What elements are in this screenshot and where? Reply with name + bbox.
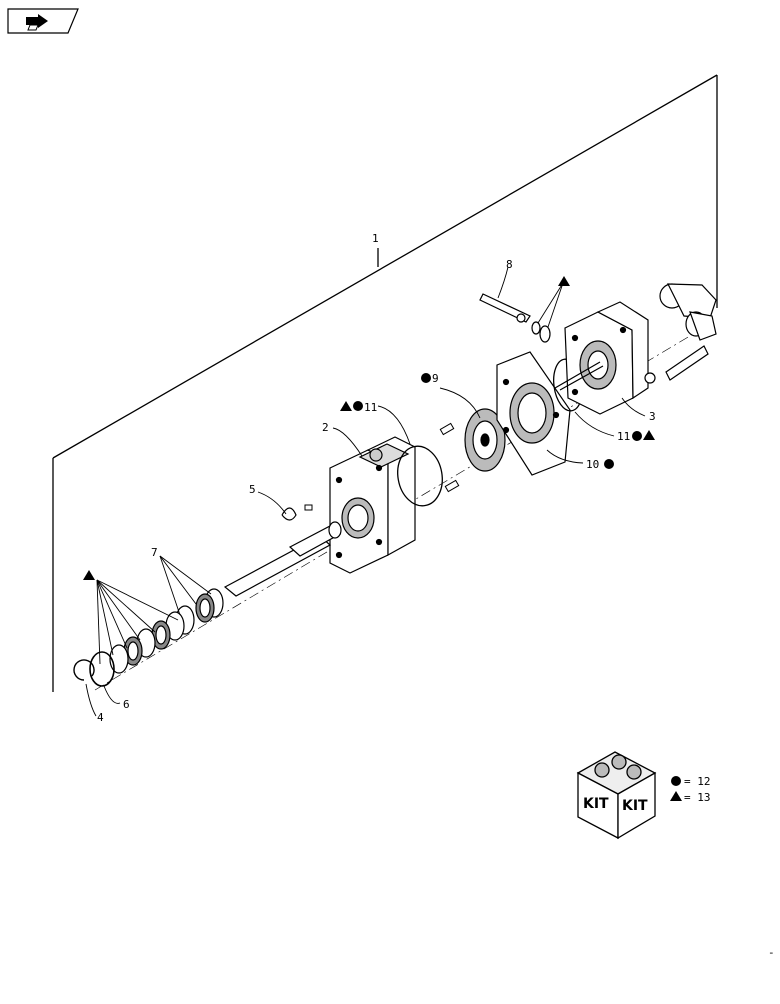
triangle-kit-icon <box>340 401 352 411</box>
page-mark: - <box>768 946 775 959</box>
kit-legend: KIT KIT = 12 = 13 <box>576 751 711 840</box>
drive-shaft-part <box>223 521 342 597</box>
nav-forward-button[interactable] <box>7 8 79 34</box>
shaft-seals-group-7 <box>175 588 224 635</box>
kit-symbols <box>83 276 655 580</box>
callout-11-right: 11 <box>617 430 630 443</box>
legend-circle-text: = 12 <box>684 775 711 788</box>
callout-6: 6 <box>123 698 130 711</box>
callout-4: 4 <box>97 711 104 724</box>
callout-1: 1 <box>372 232 379 245</box>
triangle-kit-icon <box>643 430 655 440</box>
forward-arrow-icon <box>26 14 48 31</box>
triangle-kit-icon <box>558 276 570 286</box>
callout-9: 9 <box>432 372 439 385</box>
dowel-pins <box>304 422 460 511</box>
circle-kit-icon <box>421 373 431 383</box>
callout-7: 7 <box>151 546 158 559</box>
snap-ring-part <box>73 659 95 681</box>
circle-kit-icon <box>632 431 642 441</box>
retaining-ring-part <box>89 651 115 687</box>
callout-11-left: 11 <box>364 401 377 414</box>
kit-text-right: KIT <box>622 798 648 814</box>
callout-8: 8 <box>506 258 513 271</box>
kit-text-left: KIT <box>583 796 609 812</box>
rear-cover-part <box>564 301 649 415</box>
rear-bolt-through <box>554 361 604 391</box>
o-ring-seal-left <box>397 445 443 507</box>
callout-10: 10 <box>586 458 599 471</box>
wear-plate-part <box>496 351 571 476</box>
callout-5: 5 <box>249 483 256 496</box>
kit-box-icon <box>576 751 657 840</box>
adjusting-screw-part <box>479 293 551 343</box>
callout-3: 3 <box>649 410 656 423</box>
triangle-kit-icon <box>670 791 682 801</box>
circle-kit-icon <box>353 401 363 411</box>
front-housing-part <box>329 436 416 574</box>
gear-rotor-part <box>464 408 506 472</box>
shaft-key-part <box>281 507 297 521</box>
leader-lines <box>85 266 646 717</box>
triangle-kit-icon <box>83 570 95 580</box>
fitting-parts <box>644 283 717 384</box>
shaft-washers-group <box>109 611 185 674</box>
circle-kit-icon <box>671 776 681 786</box>
legend-triangle-text: = 13 <box>684 791 711 804</box>
circle-kit-icon <box>604 459 614 469</box>
callout-2: 2 <box>322 421 329 434</box>
assembly-bracket <box>52 74 718 692</box>
